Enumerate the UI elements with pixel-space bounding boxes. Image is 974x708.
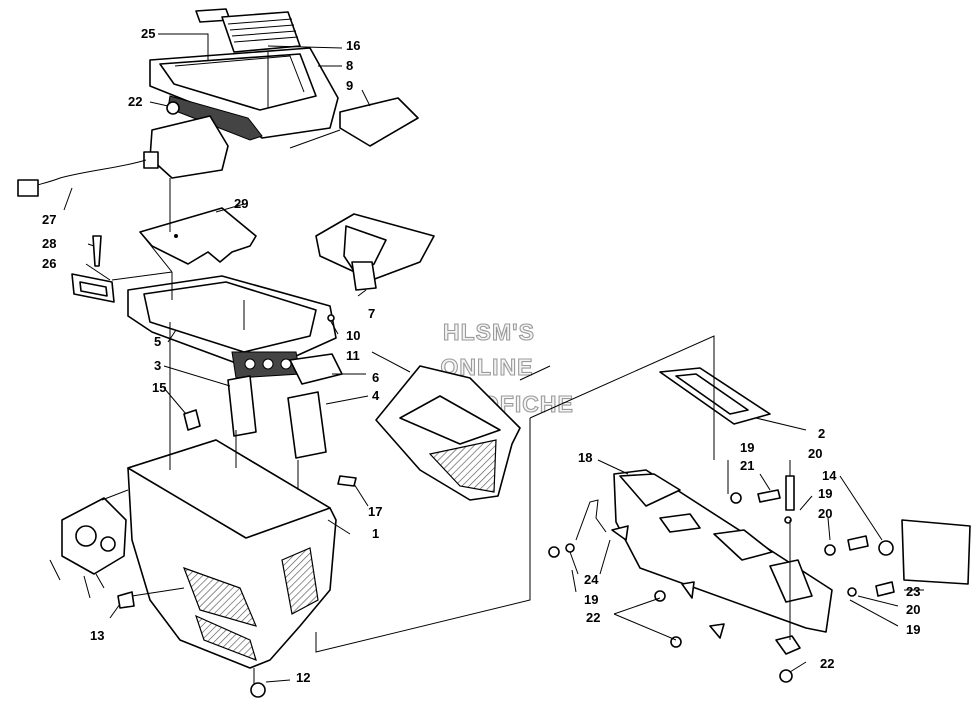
bolt-20-mid bbox=[847, 535, 869, 551]
callout-25: 25 bbox=[141, 26, 155, 41]
rod-24 bbox=[575, 499, 607, 541]
callout-labels: 25 16 8 9 22 29 27 28 26 7 10 5 11 3 6 1… bbox=[42, 26, 920, 685]
washers-19 bbox=[565, 492, 857, 597]
callout-19-c: 19 bbox=[584, 592, 598, 607]
nut-22-top bbox=[166, 101, 180, 115]
callout-10: 10 bbox=[346, 328, 360, 343]
leader-lines bbox=[63, 33, 924, 684]
foam-pad-4 bbox=[287, 391, 327, 459]
callout-20-a: 20 bbox=[808, 446, 822, 461]
callout-22-mid: 22 bbox=[586, 610, 600, 625]
filter-element bbox=[339, 97, 419, 147]
clip-13 bbox=[117, 591, 135, 609]
bolt-20-vertical bbox=[785, 475, 795, 511]
callout-17: 17 bbox=[368, 504, 382, 519]
air-box-lower bbox=[127, 439, 337, 669]
callout-16: 16 bbox=[346, 38, 360, 53]
foam-pad-3 bbox=[227, 375, 257, 437]
callout-4: 4 bbox=[372, 388, 380, 403]
callout-23: 23 bbox=[906, 584, 920, 599]
grommet-26 bbox=[71, 273, 115, 303]
callout-18: 18 bbox=[578, 450, 592, 465]
foam-pad-6 bbox=[289, 353, 343, 385]
callout-27: 27 bbox=[42, 212, 56, 227]
callout-8: 8 bbox=[346, 58, 353, 73]
grommet-12 bbox=[250, 682, 266, 698]
washer-14 bbox=[878, 540, 894, 556]
callout-21: 21 bbox=[740, 458, 754, 473]
bolt-20-lower bbox=[875, 581, 895, 597]
callout-28: 28 bbox=[42, 236, 56, 251]
callout-7: 7 bbox=[368, 306, 375, 321]
callout-12: 12 bbox=[296, 670, 310, 685]
callout-20-c: 20 bbox=[906, 602, 920, 617]
callout-11: 11 bbox=[346, 348, 360, 363]
callout-24: 24 bbox=[584, 572, 599, 587]
callout-15: 15 bbox=[152, 380, 166, 395]
bolt-21 bbox=[757, 489, 781, 503]
intake-tray bbox=[127, 275, 337, 379]
air-filter-screen bbox=[221, 11, 301, 53]
callout-22-top: 22 bbox=[128, 94, 142, 109]
callout-13: 13 bbox=[90, 628, 104, 643]
brackets bbox=[611, 525, 801, 655]
callout-22-bottom: 22 bbox=[820, 656, 834, 671]
callout-26: 26 bbox=[42, 256, 56, 271]
ecu-module bbox=[143, 115, 229, 179]
screw-10 bbox=[327, 314, 335, 322]
callout-19-a: 19 bbox=[740, 440, 754, 455]
bolt-28 bbox=[92, 235, 102, 267]
callout-1: 1 bbox=[372, 526, 379, 541]
callout-6: 6 bbox=[372, 370, 379, 385]
callout-3: 3 bbox=[154, 358, 161, 373]
wiring-connector bbox=[17, 159, 147, 197]
intake-duct-7 bbox=[315, 213, 435, 291]
callout-19-b: 19 bbox=[818, 486, 832, 501]
nuts-22 bbox=[548, 546, 793, 683]
callout-20-b: 20 bbox=[818, 506, 832, 521]
throttle-body bbox=[49, 497, 127, 599]
watermark-line-1: HLSM'S bbox=[443, 319, 535, 345]
callout-9: 9 bbox=[346, 78, 353, 93]
bolt-15 bbox=[183, 409, 201, 431]
duct-18 bbox=[613, 469, 833, 633]
callout-5: 5 bbox=[154, 334, 161, 349]
intake-boot-11 bbox=[375, 365, 521, 501]
callout-2: 2 bbox=[818, 426, 825, 441]
screw-17 bbox=[337, 475, 357, 487]
callout-14: 14 bbox=[822, 468, 837, 483]
callout-19-d: 19 bbox=[906, 622, 920, 637]
outlet-gasket-2 bbox=[659, 367, 771, 425]
mounting-plate bbox=[139, 207, 257, 265]
callout-29: 29 bbox=[234, 196, 248, 211]
filter-23 bbox=[901, 519, 971, 585]
